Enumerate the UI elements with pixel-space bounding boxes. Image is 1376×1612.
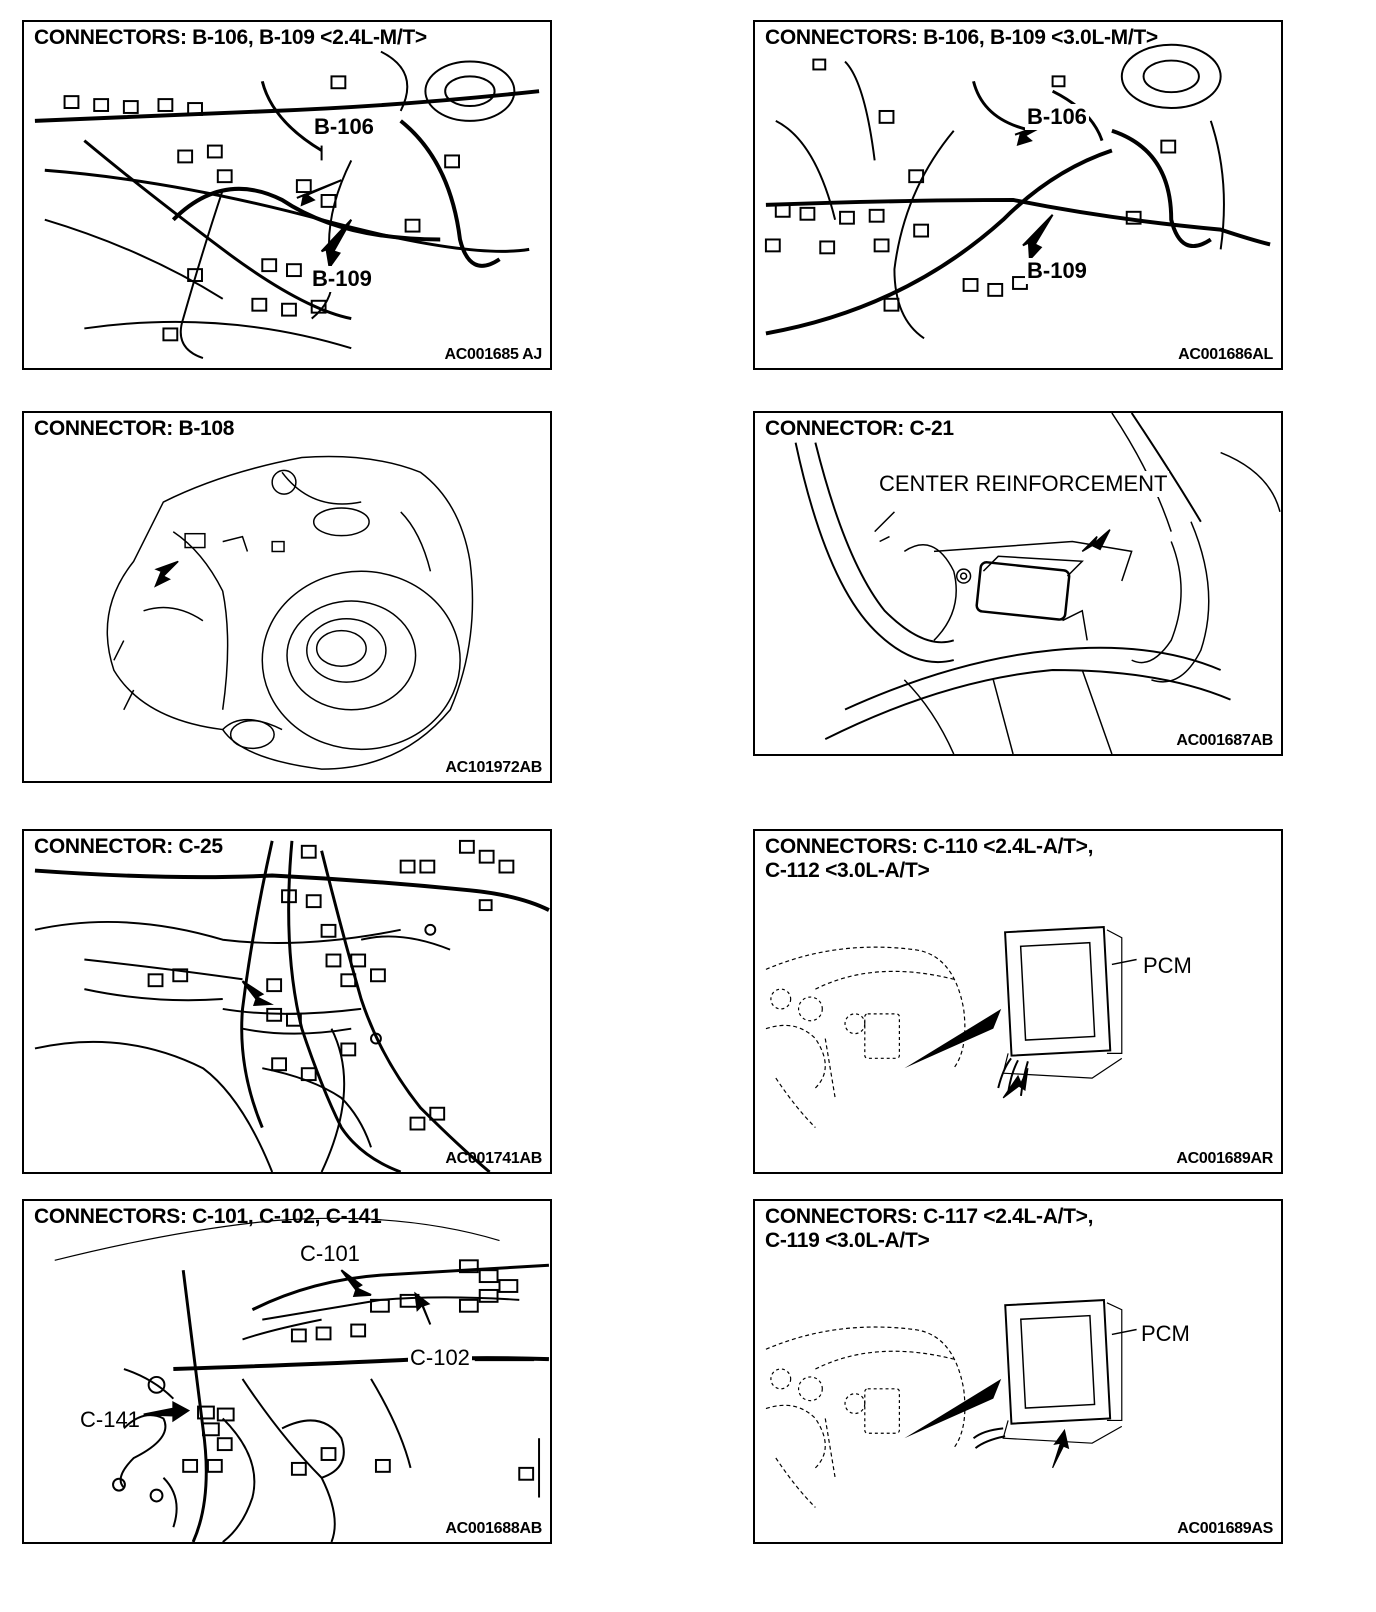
figure-code: AC001689AS <box>1177 1520 1273 1537</box>
diagram-panel-c25: CONNECTOR: C-25 AC001741AB <box>22 829 552 1174</box>
panel-title: CONNECTORS: B-106, B-109 <2.4L-M/T> <box>34 26 427 49</box>
callout-c102: C-102 <box>408 1345 472 1371</box>
callout-b106: B-106 <box>312 114 376 140</box>
panel-title: CONNECTOR: C-21 <box>765 417 954 440</box>
dashboard-pcm-illustration <box>765 1298 1137 1508</box>
panel-title-line-2: C-112 <3.0L-A/T> <box>765 859 930 882</box>
panel-title: CONNECTORS: C-117 <2.4L-A/T>, C-119 <3.0… <box>765 1205 1093 1253</box>
transaxle-illustration <box>106 455 474 770</box>
panel-title: CONNECTORS: B-106, B-109 <3.0L-M/T> <box>765 26 1158 49</box>
diagram-panel-b108: CONNECTOR: B-108 AC101972AB <box>22 411 552 783</box>
panel-title: CONNECTORS: C-101, C-102, C-141 <box>34 1205 382 1228</box>
panel-title: CONNECTORS: C-110 <2.4L-A/T>, C-112 <3.0… <box>765 835 1093 883</box>
figure-code: AC001741AB <box>445 1150 542 1167</box>
dashboard-pcm-illustration <box>765 926 1137 1128</box>
diagram-panel-c21: CONNECTOR: C-21 CENTER REINFORCEMENT AC0… <box>753 411 1283 756</box>
figure-code: AC101972AB <box>445 759 542 776</box>
reinforcement-illustration <box>794 413 1281 754</box>
panel-title: CONNECTOR: C-25 <box>34 835 223 858</box>
harness-illustration <box>54 1217 550 1542</box>
figure-code: AC001688AB <box>445 1520 542 1537</box>
callout-b106: B-106 <box>1025 104 1089 130</box>
harness-illustration <box>34 50 540 360</box>
diagram-panel-c101-c102-c141: CONNECTORS: C-101, C-102, C-141 C-101 C- <box>22 1199 552 1544</box>
diagram-panel-c117-c119: CONNECTORS: C-117 <2.4L-A/T>, C-119 <3.0… <box>753 1199 1283 1544</box>
callout-c141: C-141 <box>80 1407 140 1432</box>
diagram-panel-c110-c112: CONNECTORS: C-110 <2.4L-A/T>, C-112 <3.0… <box>753 829 1283 1174</box>
figure-code: AC001687AB <box>1176 732 1273 749</box>
panel-title: CONNECTOR: B-108 <box>34 417 235 440</box>
callout-b109: B-109 <box>1025 258 1089 284</box>
panel-title-line-2: C-119 <3.0L-A/T> <box>765 1229 930 1252</box>
callout-center-reinforcement: CENTER REINFORCEMENT <box>877 471 1170 497</box>
harness-illustration <box>34 839 550 1172</box>
figure-code: AC001686AL <box>1178 346 1273 363</box>
figure-code: AC001685 AJ <box>444 346 542 363</box>
callout-b109: B-109 <box>310 266 374 292</box>
panel-title-line-1: CONNECTORS: C-110 <2.4L-A/T>, <box>765 835 1094 858</box>
diagram-panel-b106-b109-24l: CONNECTORS: B-106, B-109 <2.4L-M/T> B-10… <box>22 20 552 370</box>
figure-code: AC001689AR <box>1176 1150 1273 1167</box>
diagram-panel-b106-b109-30l: CONNECTORS: B-106, B-109 <3.0L-M/T> B-10… <box>753 20 1283 370</box>
panel-title-line-1: CONNECTORS: C-117 <2.4L-A/T>, <box>765 1205 1094 1228</box>
harness-illustration <box>764 43 1271 340</box>
callout-pcm: PCM <box>1141 1321 1190 1346</box>
callout-pcm: PCM <box>1143 953 1192 978</box>
callout-c101: C-101 <box>300 1241 360 1266</box>
